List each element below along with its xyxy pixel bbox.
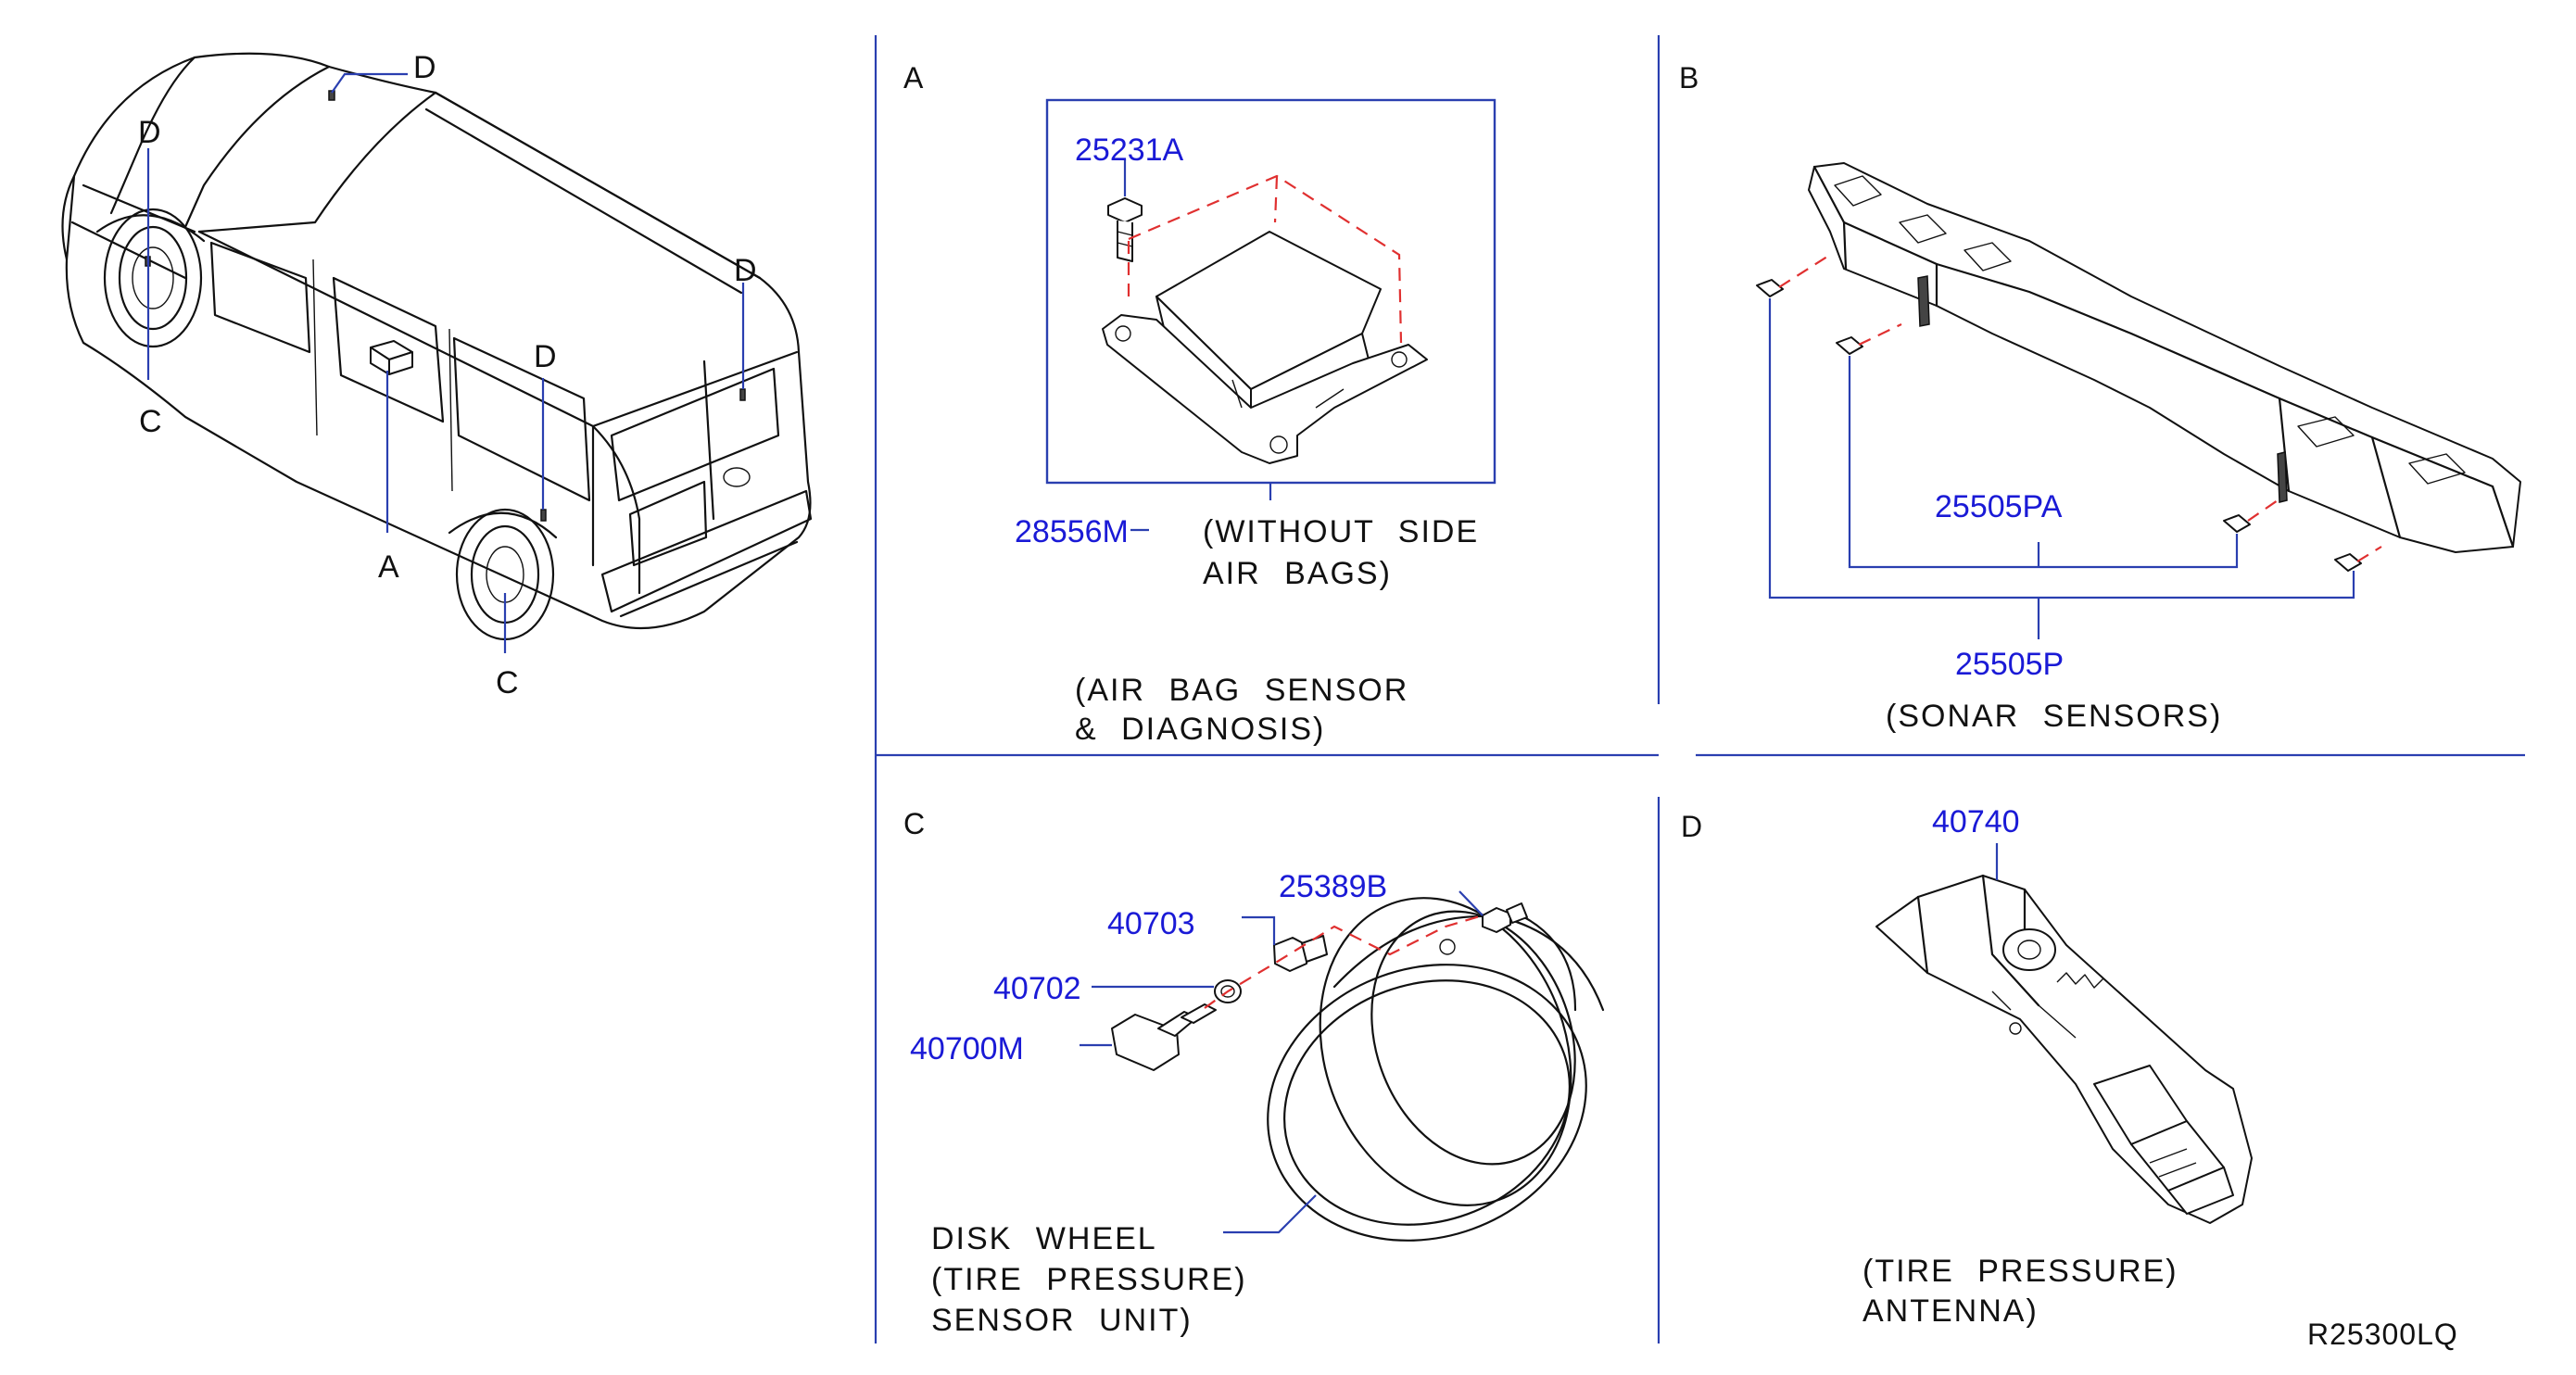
part-25505pa[interactable]: 25505PA — [1935, 489, 2063, 524]
section-a-artwork — [1045, 98, 1496, 532]
part-28556m[interactable]: 28556M — [1015, 514, 1129, 549]
part-40700m[interactable]: 40700M — [910, 1031, 1024, 1066]
section-c-caption-line2: (TIRE PRESSURE) — [931, 1262, 1247, 1297]
part-40703[interactable]: 40703 — [1107, 906, 1195, 941]
section-d-artwork — [1875, 843, 2253, 1224]
callout-c-front: C — [139, 404, 162, 439]
section-b-caption: (SONAR SENSORS) — [1886, 699, 2223, 734]
part-25231a[interactable]: 25231A — [1075, 132, 1184, 168]
van-illustration — [61, 52, 813, 653]
section-b-letter: B — [1679, 61, 1699, 95]
section-b-artwork — [1756, 162, 2521, 639]
callout-d-front: D — [138, 115, 161, 150]
section-c-artwork — [1080, 890, 1605, 1242]
section-c-letter: C — [903, 807, 926, 840]
section-a-note-line1: (WITHOUT SIDE — [1203, 514, 1480, 549]
panel-dividers — [874, 35, 2525, 1343]
callout-c-rear: C — [496, 665, 519, 700]
part-25389b[interactable]: 25389B — [1279, 869, 1388, 904]
part-40740[interactable]: 40740 — [1932, 804, 2020, 839]
section-c-caption-line3: SENSOR UNIT) — [931, 1303, 1193, 1338]
section-d-caption-line2: ANTENNA) — [1863, 1293, 2039, 1329]
callout-a: A — [378, 549, 399, 585]
callout-d-roof: D — [413, 50, 436, 85]
section-a-caption-line2: & DIAGNOSIS) — [1075, 712, 1326, 747]
part-40702[interactable]: 40702 — [993, 971, 1081, 1006]
section-c-caption-line1: DISK WHEEL — [931, 1221, 1157, 1256]
drawing-code: R25300LQ — [2307, 1318, 2458, 1351]
section-a-note-line2: AIR BAGS) — [1203, 556, 1392, 591]
callout-d-side: D — [534, 339, 557, 374]
section-d-caption-line1: (TIRE PRESSURE) — [1863, 1254, 2178, 1289]
section-d-letter: D — [1681, 810, 1703, 843]
section-a-caption-line1: (AIR BAG SENSOR — [1075, 673, 1409, 708]
part-25505p[interactable]: 25505P — [1955, 647, 2065, 682]
section-a-letter: A — [903, 61, 924, 95]
callout-d-rear: D — [734, 253, 757, 288]
